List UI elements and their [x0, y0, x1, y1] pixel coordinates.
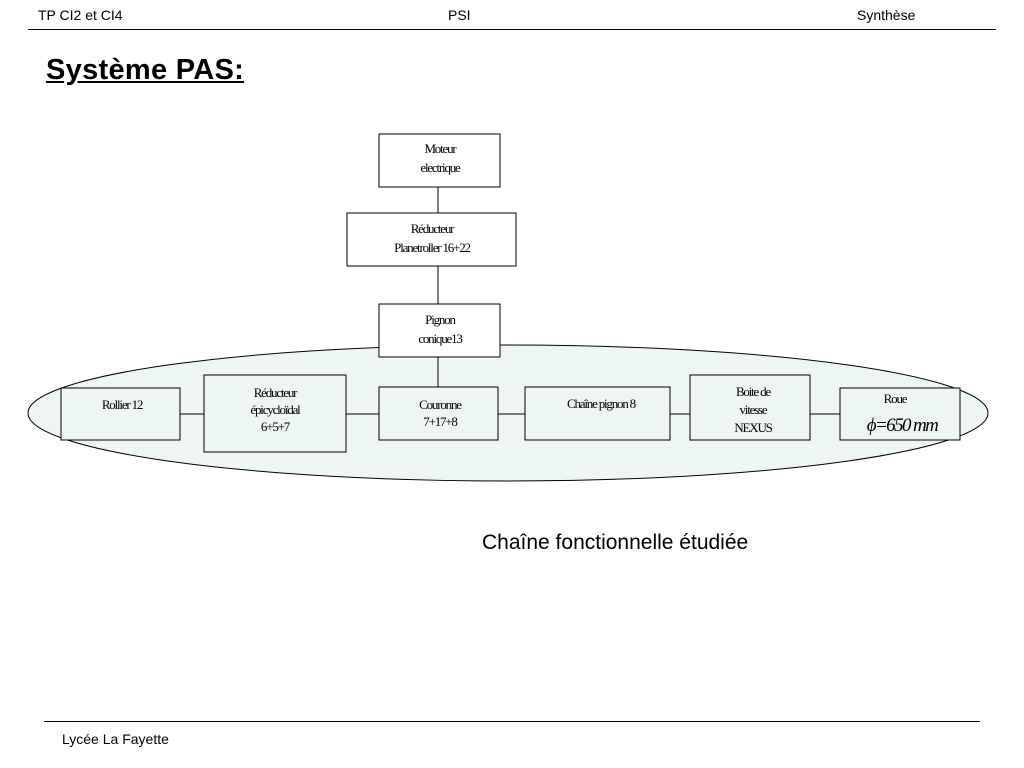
- pinion-box: Pignon conique13: [378, 303, 501, 358]
- gearbox-label-2: vitesse: [740, 402, 768, 417]
- header-section: Synthèse: [857, 7, 916, 23]
- gearbox-label-3: NEXUS: [734, 420, 772, 435]
- roller-box: Rollier 12: [60, 387, 181, 441]
- header-class: PSI: [448, 7, 471, 23]
- wheel-label-2: ϕ=650 mm: [867, 415, 938, 436]
- header-course: TP CI2 et CI4: [38, 7, 123, 23]
- gearbox-label-1: Boite de: [736, 384, 772, 399]
- reducer-label-2: Planetroller 16+22: [394, 240, 470, 255]
- epicyclic-label-1: Réducteur: [254, 385, 298, 400]
- chain-pinion-box: Chaîne pignon 8: [524, 386, 671, 441]
- diagram-caption: Chaîne fonctionnelle étudiée: [482, 531, 749, 554]
- wheel-label-1: Roue: [884, 391, 908, 406]
- roller-label: Rollier 12: [102, 397, 143, 412]
- motor-label-2: electrique: [420, 160, 461, 175]
- motor-box: Moteur electrique: [378, 133, 501, 188]
- pinion-label-1: Pignon: [425, 312, 456, 327]
- motor-label-1: Moteur: [424, 141, 457, 156]
- chain-pinion-label: Chaîne pignon 8: [567, 396, 636, 411]
- epicyclic-label-2: épicycloïdal: [250, 402, 301, 417]
- footer-school: Lycée La Fayette: [62, 731, 169, 747]
- crown-label-1: Couronne: [419, 397, 462, 412]
- reducer-label-1: Réducteur: [411, 221, 455, 236]
- page-title: Système PAS:: [46, 54, 245, 86]
- epicyclic-reducer-box: Réducteur épicycloïdal 6+5+7: [203, 374, 347, 453]
- crown-box: Couronne 7+17+8: [378, 386, 499, 441]
- header-divider: [28, 29, 996, 30]
- wheel-box: Roue ϕ=650 mm: [839, 387, 961, 441]
- gearbox-box: Boite de vitesse NEXUS: [689, 374, 811, 441]
- epicyclic-label-3: 6+5+7: [261, 419, 291, 434]
- footer-divider: [44, 721, 980, 722]
- crown-label-2: 7+17+8: [423, 414, 457, 429]
- pinion-label-2: conique13: [418, 331, 462, 346]
- reducer-box: Réducteur Planetroller 16+22: [346, 212, 517, 267]
